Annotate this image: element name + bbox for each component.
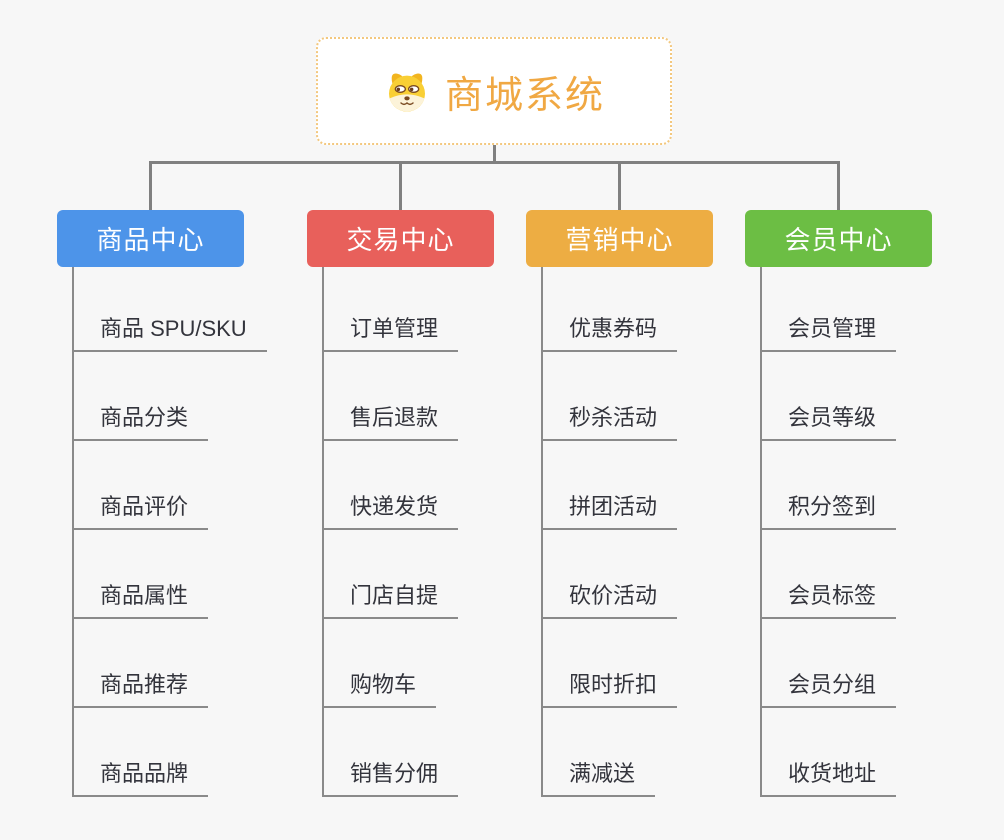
leaf-node[interactable]: 拼团活动 [541, 441, 726, 530]
leaf-node[interactable]: 商品属性 [72, 530, 257, 619]
leaf-node[interactable]: 会员分组 [760, 619, 945, 708]
leaf-label: 优惠券码 [541, 311, 678, 352]
leaf-label: 门店自提 [322, 578, 459, 619]
leaf-node[interactable]: 订单管理 [322, 267, 507, 352]
leaf-label: 购物车 [322, 667, 437, 708]
leaf-label: 订单管理 [322, 311, 459, 352]
leaf-label: 秒杀活动 [541, 400, 678, 441]
leaf-node[interactable]: 商品 SPU/SKU [72, 267, 267, 352]
root-node-mall-system[interactable]: 商城系统 [316, 37, 672, 145]
leaf-node[interactable]: 售后退款 [322, 352, 507, 441]
leaf-label: 商品 SPU/SKU [72, 311, 267, 352]
leaf-label: 销售分佣 [322, 756, 459, 797]
leaf-label: 会员分组 [760, 667, 897, 708]
branch-header-trade-center[interactable]: 交易中心 [307, 210, 494, 267]
leaf-node[interactable]: 快递发货 [322, 441, 507, 530]
connector-drop-1 [149, 161, 152, 210]
branch-product-center: 商品中心 商品 SPU/SKU 商品分类 商品评价 商品属性 商品推荐 商品品牌 [57, 210, 267, 797]
leaf-node[interactable]: 优惠券码 [541, 267, 726, 352]
branch-line-trade-center [322, 267, 324, 797]
connector-drop-4 [837, 161, 840, 210]
leaf-node[interactable]: 限时折扣 [541, 619, 726, 708]
leaf-node[interactable]: 收货地址 [760, 708, 945, 797]
leaf-label: 售后退款 [322, 400, 459, 441]
branch-trade-center: 交易中心 订单管理 售后退款 快递发货 门店自提 购物车 销售分佣 [307, 210, 507, 797]
leaf-label: 拼团活动 [541, 489, 678, 530]
root-node-title: 商城系统 [444, 74, 605, 117]
leaf-label: 满减送 [541, 756, 656, 797]
branch-line-member-center [760, 267, 762, 797]
connector-root-stem [493, 145, 496, 164]
leaf-node[interactable]: 购物车 [322, 619, 507, 708]
connector-bus [149, 161, 839, 164]
doge-face-icon [383, 69, 431, 113]
leaf-node[interactable]: 会员等级 [760, 352, 945, 441]
branch-marketing-center: 营销中心 优惠券码 秒杀活动 拼团活动 砍价活动 限时折扣 满减送 [526, 210, 726, 797]
leaf-node[interactable]: 满减送 [541, 708, 726, 797]
branch-header-member-center[interactable]: 会员中心 [745, 210, 932, 267]
leaf-node[interactable]: 商品评价 [72, 441, 257, 530]
connector-drop-2 [399, 161, 402, 210]
branch-member-center: 会员中心 会员管理 会员等级 积分签到 会员标签 会员分组 收货地址 [745, 210, 945, 797]
leaf-node[interactable]: 销售分佣 [322, 708, 507, 797]
leaf-node[interactable]: 积分签到 [760, 441, 945, 530]
leaf-node[interactable]: 会员标签 [760, 530, 945, 619]
leaf-label: 限时折扣 [541, 667, 678, 708]
leaf-label: 收货地址 [760, 756, 897, 797]
branch-line-product-center [72, 267, 74, 797]
leaf-label: 会员等级 [760, 400, 897, 441]
leaf-node[interactable]: 秒杀活动 [541, 352, 726, 441]
leaf-node[interactable]: 商品推荐 [72, 619, 257, 708]
leaf-node[interactable]: 砍价活动 [541, 530, 726, 619]
leaf-label: 会员标签 [760, 578, 897, 619]
leaf-label: 商品评价 [72, 489, 209, 530]
leaf-label: 商品品牌 [72, 756, 209, 797]
leaf-node[interactable]: 商品品牌 [72, 708, 257, 797]
leaf-label: 砍价活动 [541, 578, 678, 619]
connector-drop-3 [618, 161, 621, 210]
branch-line-marketing-center [541, 267, 543, 797]
leaf-label: 商品属性 [72, 578, 209, 619]
leaf-node[interactable]: 会员管理 [760, 267, 945, 352]
leaf-label: 会员管理 [760, 311, 897, 352]
leaf-label: 商品分类 [72, 400, 209, 441]
leaf-node[interactable]: 门店自提 [322, 530, 507, 619]
leaf-node[interactable]: 商品分类 [72, 352, 257, 441]
leaf-label: 快递发货 [322, 489, 459, 530]
branch-header-product-center[interactable]: 商品中心 [57, 210, 244, 267]
leaf-label: 积分签到 [760, 489, 897, 530]
leaf-label: 商品推荐 [72, 667, 209, 708]
branch-header-marketing-center[interactable]: 营销中心 [526, 210, 713, 267]
